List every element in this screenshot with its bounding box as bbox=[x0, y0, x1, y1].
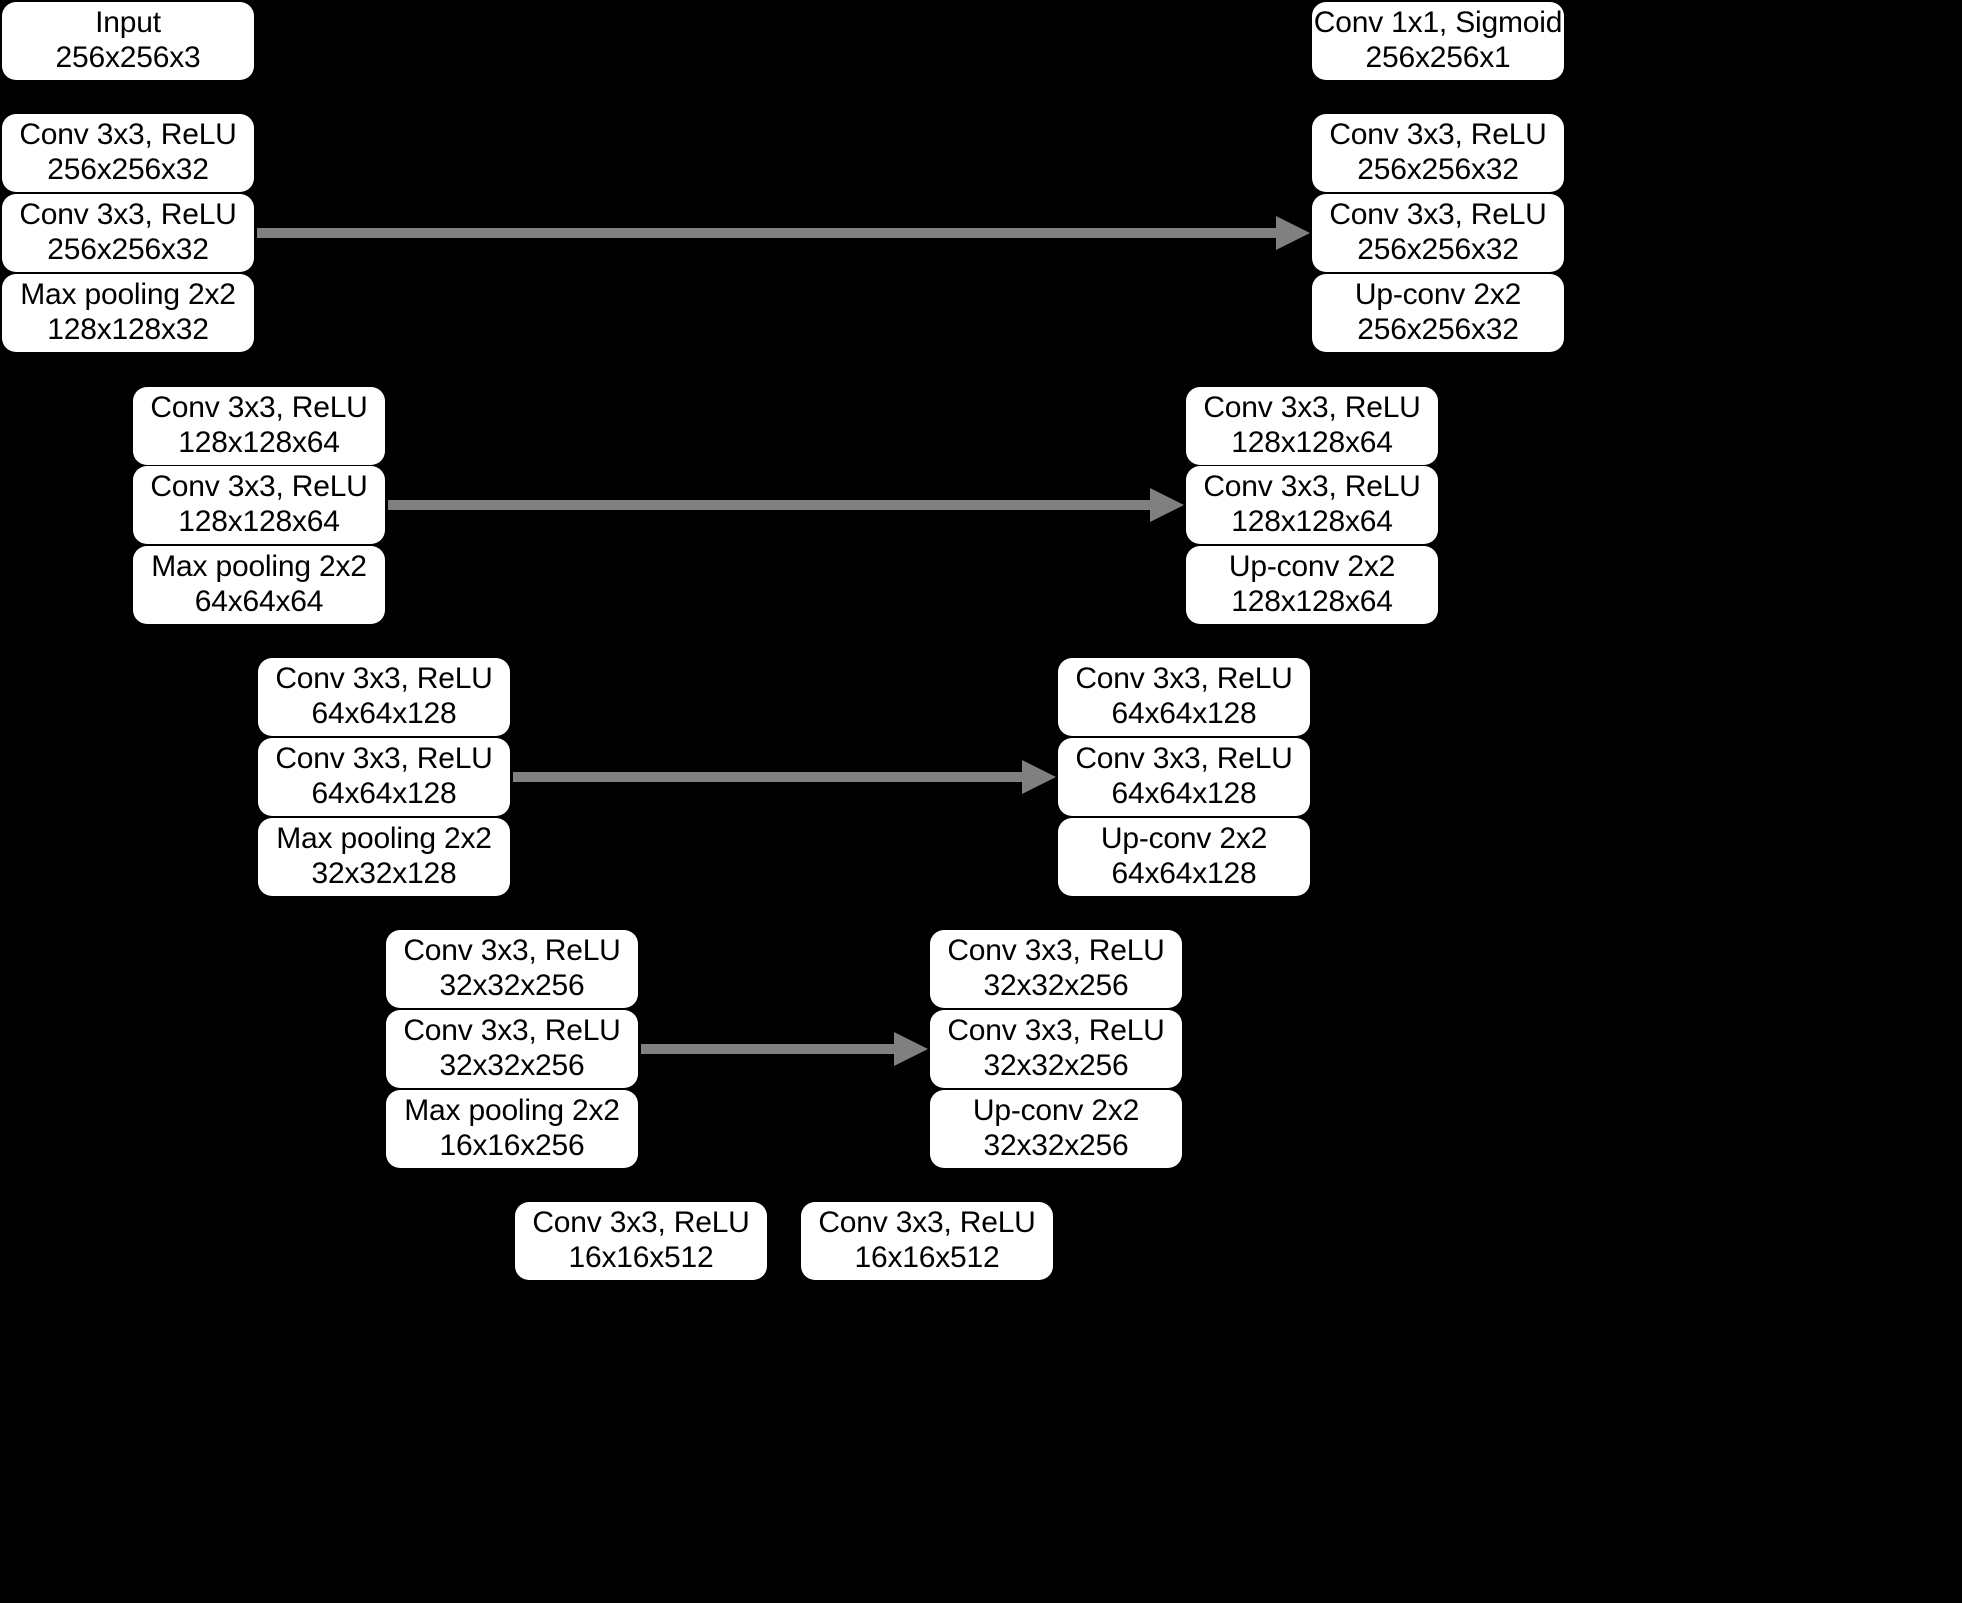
skip-arrow-shaft bbox=[641, 1044, 894, 1054]
node-dec1-conv2[interactable]: Conv 3x3, ReLU 256x256x32 bbox=[1312, 194, 1564, 272]
node-dec3-conv2-line1: Conv 3x3, ReLU bbox=[1075, 742, 1293, 776]
node-dec1-conv1-line2: 256x256x32 bbox=[1357, 153, 1519, 186]
node-enc3-conv2[interactable]: Conv 3x3, ReLU 64x64x128 bbox=[258, 738, 510, 816]
node-enc4-pool-line1: Max pooling 2x2 bbox=[404, 1094, 620, 1128]
skip-arrow-shaft bbox=[513, 772, 1022, 782]
node-dec3-upconv[interactable]: Up-conv 2x2 64x64x128 bbox=[1058, 818, 1310, 896]
node-dec4-upconv[interactable]: Up-conv 2x2 32x32x256 bbox=[930, 1090, 1182, 1168]
node-enc1-conv2-line2: 256x256x32 bbox=[47, 233, 209, 266]
node-dec3-conv1-line2: 64x64x128 bbox=[1111, 697, 1257, 730]
node-enc1-pool[interactable]: Max pooling 2x2 128x128x32 bbox=[2, 274, 254, 352]
skip-arrow-shaft bbox=[257, 228, 1276, 238]
node-dec2-conv1[interactable]: Conv 3x3, ReLU 128x128x64 bbox=[1186, 387, 1438, 465]
node-enc4-conv2-line2: 32x32x256 bbox=[439, 1049, 585, 1082]
node-dec2-upconv-line2: 128x128x64 bbox=[1231, 585, 1393, 618]
node-dec1-conv2-line1: Conv 3x3, ReLU bbox=[1329, 198, 1547, 232]
node-dec2-upconv[interactable]: Up-conv 2x2 128x128x64 bbox=[1186, 546, 1438, 624]
node-dec2-conv1-line2: 128x128x64 bbox=[1231, 426, 1393, 459]
node-dec4-conv2-line2: 32x32x256 bbox=[983, 1049, 1129, 1082]
skip-arrow-head bbox=[894, 1032, 928, 1066]
node-enc1-conv1-line1: Conv 3x3, ReLU bbox=[19, 118, 237, 152]
node-enc1-conv2-line1: Conv 3x3, ReLU bbox=[19, 198, 237, 232]
node-enc2-conv2-line1: Conv 3x3, ReLU bbox=[150, 470, 368, 504]
node-dec2-conv2-line2: 128x128x64 bbox=[1231, 505, 1393, 538]
node-enc2-conv1-line2: 128x128x64 bbox=[178, 426, 340, 459]
node-bottleneck-conv1-line1: Conv 3x3, ReLU bbox=[532, 1206, 750, 1240]
node-dec4-conv2-line1: Conv 3x3, ReLU bbox=[947, 1014, 1165, 1048]
node-enc1-conv1-line2: 256x256x32 bbox=[47, 153, 209, 186]
node-enc3-conv1-line2: 64x64x128 bbox=[311, 697, 457, 730]
node-dec2-conv1-line1: Conv 3x3, ReLU bbox=[1203, 391, 1421, 425]
node-enc1-pool-line2: 128x128x32 bbox=[47, 313, 209, 346]
node-output-line2: 256x256x1 bbox=[1365, 41, 1511, 74]
node-enc4-conv2[interactable]: Conv 3x3, ReLU 32x32x256 bbox=[386, 1010, 638, 1088]
node-input[interactable]: Input 256x256x3 bbox=[2, 2, 254, 80]
node-dec4-upconv-line2: 32x32x256 bbox=[983, 1129, 1129, 1162]
node-dec1-conv1[interactable]: Conv 3x3, ReLU 256x256x32 bbox=[1312, 114, 1564, 192]
node-enc4-conv1[interactable]: Conv 3x3, ReLU 32x32x256 bbox=[386, 930, 638, 1008]
node-dec3-conv2-line2: 64x64x128 bbox=[1111, 777, 1257, 810]
node-enc2-conv1[interactable]: Conv 3x3, ReLU 128x128x64 bbox=[133, 387, 385, 465]
skip-arrow-head bbox=[1150, 488, 1184, 522]
node-bottleneck-conv2-line1: Conv 3x3, ReLU bbox=[818, 1206, 1036, 1240]
node-bottleneck-conv1[interactable]: Conv 3x3, ReLU 16x16x512 bbox=[515, 1202, 767, 1280]
node-enc1-conv2[interactable]: Conv 3x3, ReLU 256x256x32 bbox=[2, 194, 254, 272]
node-enc3-pool-line1: Max pooling 2x2 bbox=[276, 822, 492, 856]
node-enc3-conv2-line2: 64x64x128 bbox=[311, 777, 457, 810]
node-input-line1: Input bbox=[95, 6, 161, 40]
node-enc2-conv2-line2: 128x128x64 bbox=[178, 505, 340, 538]
node-bottleneck-conv2-line2: 16x16x512 bbox=[854, 1241, 1000, 1274]
node-dec3-conv2[interactable]: Conv 3x3, ReLU 64x64x128 bbox=[1058, 738, 1310, 816]
node-dec3-conv1-line1: Conv 3x3, ReLU bbox=[1075, 662, 1293, 696]
node-enc2-pool[interactable]: Max pooling 2x2 64x64x64 bbox=[133, 546, 385, 624]
node-dec3-conv1[interactable]: Conv 3x3, ReLU 64x64x128 bbox=[1058, 658, 1310, 736]
node-dec3-upconv-line1: Up-conv 2x2 bbox=[1100, 822, 1268, 856]
node-dec1-upconv-line2: 256x256x32 bbox=[1357, 313, 1519, 346]
node-dec2-conv2-line1: Conv 3x3, ReLU bbox=[1203, 470, 1421, 504]
node-dec4-conv1[interactable]: Conv 3x3, ReLU 32x32x256 bbox=[930, 930, 1182, 1008]
node-dec4-upconv-line1: Up-conv 2x2 bbox=[972, 1094, 1140, 1128]
node-enc2-pool-line2: 64x64x64 bbox=[194, 585, 324, 618]
node-enc4-pool[interactable]: Max pooling 2x2 16x16x256 bbox=[386, 1090, 638, 1168]
node-enc2-conv2[interactable]: Conv 3x3, ReLU 128x128x64 bbox=[133, 466, 385, 544]
skip-arrow-head bbox=[1022, 760, 1056, 794]
node-dec2-conv2[interactable]: Conv 3x3, ReLU 128x128x64 bbox=[1186, 466, 1438, 544]
node-enc3-conv1-line1: Conv 3x3, ReLU bbox=[275, 662, 493, 696]
node-enc4-pool-line2: 16x16x256 bbox=[439, 1129, 585, 1162]
node-enc1-pool-line1: Max pooling 2x2 bbox=[20, 278, 236, 312]
node-bottleneck-conv2[interactable]: Conv 3x3, ReLU 16x16x512 bbox=[801, 1202, 1053, 1280]
node-input-line2: 256x256x3 bbox=[55, 41, 201, 74]
node-enc1-conv1[interactable]: Conv 3x3, ReLU 256x256x32 bbox=[2, 114, 254, 192]
node-dec1-upconv-line1: Up-conv 2x2 bbox=[1354, 278, 1522, 312]
node-output[interactable]: Conv 1x1, Sigmoid 256x256x1 bbox=[1312, 2, 1564, 80]
node-enc3-pool-line2: 32x32x128 bbox=[311, 857, 457, 890]
node-output-line1: Conv 1x1, Sigmoid bbox=[1313, 6, 1563, 40]
node-dec4-conv1-line1: Conv 3x3, ReLU bbox=[947, 934, 1165, 968]
node-dec3-upconv-line2: 64x64x128 bbox=[1111, 857, 1257, 890]
node-enc4-conv1-line1: Conv 3x3, ReLU bbox=[403, 934, 621, 968]
skip-arrow-shaft bbox=[388, 500, 1150, 510]
node-dec1-conv2-line2: 256x256x32 bbox=[1357, 233, 1519, 266]
node-dec4-conv2[interactable]: Conv 3x3, ReLU 32x32x256 bbox=[930, 1010, 1182, 1088]
node-enc3-pool[interactable]: Max pooling 2x2 32x32x128 bbox=[258, 818, 510, 896]
node-enc2-conv1-line1: Conv 3x3, ReLU bbox=[150, 391, 368, 425]
node-bottleneck-conv1-line2: 16x16x512 bbox=[568, 1241, 714, 1274]
node-dec2-upconv-line1: Up-conv 2x2 bbox=[1228, 550, 1396, 584]
node-enc3-conv2-line1: Conv 3x3, ReLU bbox=[275, 742, 493, 776]
node-dec1-upconv[interactable]: Up-conv 2x2 256x256x32 bbox=[1312, 274, 1564, 352]
node-dec4-conv1-line2: 32x32x256 bbox=[983, 969, 1129, 1002]
node-enc4-conv1-line2: 32x32x256 bbox=[439, 969, 585, 1002]
node-enc2-pool-line1: Max pooling 2x2 bbox=[151, 550, 367, 584]
node-enc3-conv1[interactable]: Conv 3x3, ReLU 64x64x128 bbox=[258, 658, 510, 736]
node-enc4-conv2-line1: Conv 3x3, ReLU bbox=[403, 1014, 621, 1048]
node-dec1-conv1-line1: Conv 3x3, ReLU bbox=[1329, 118, 1547, 152]
skip-arrow-head bbox=[1276, 216, 1310, 250]
